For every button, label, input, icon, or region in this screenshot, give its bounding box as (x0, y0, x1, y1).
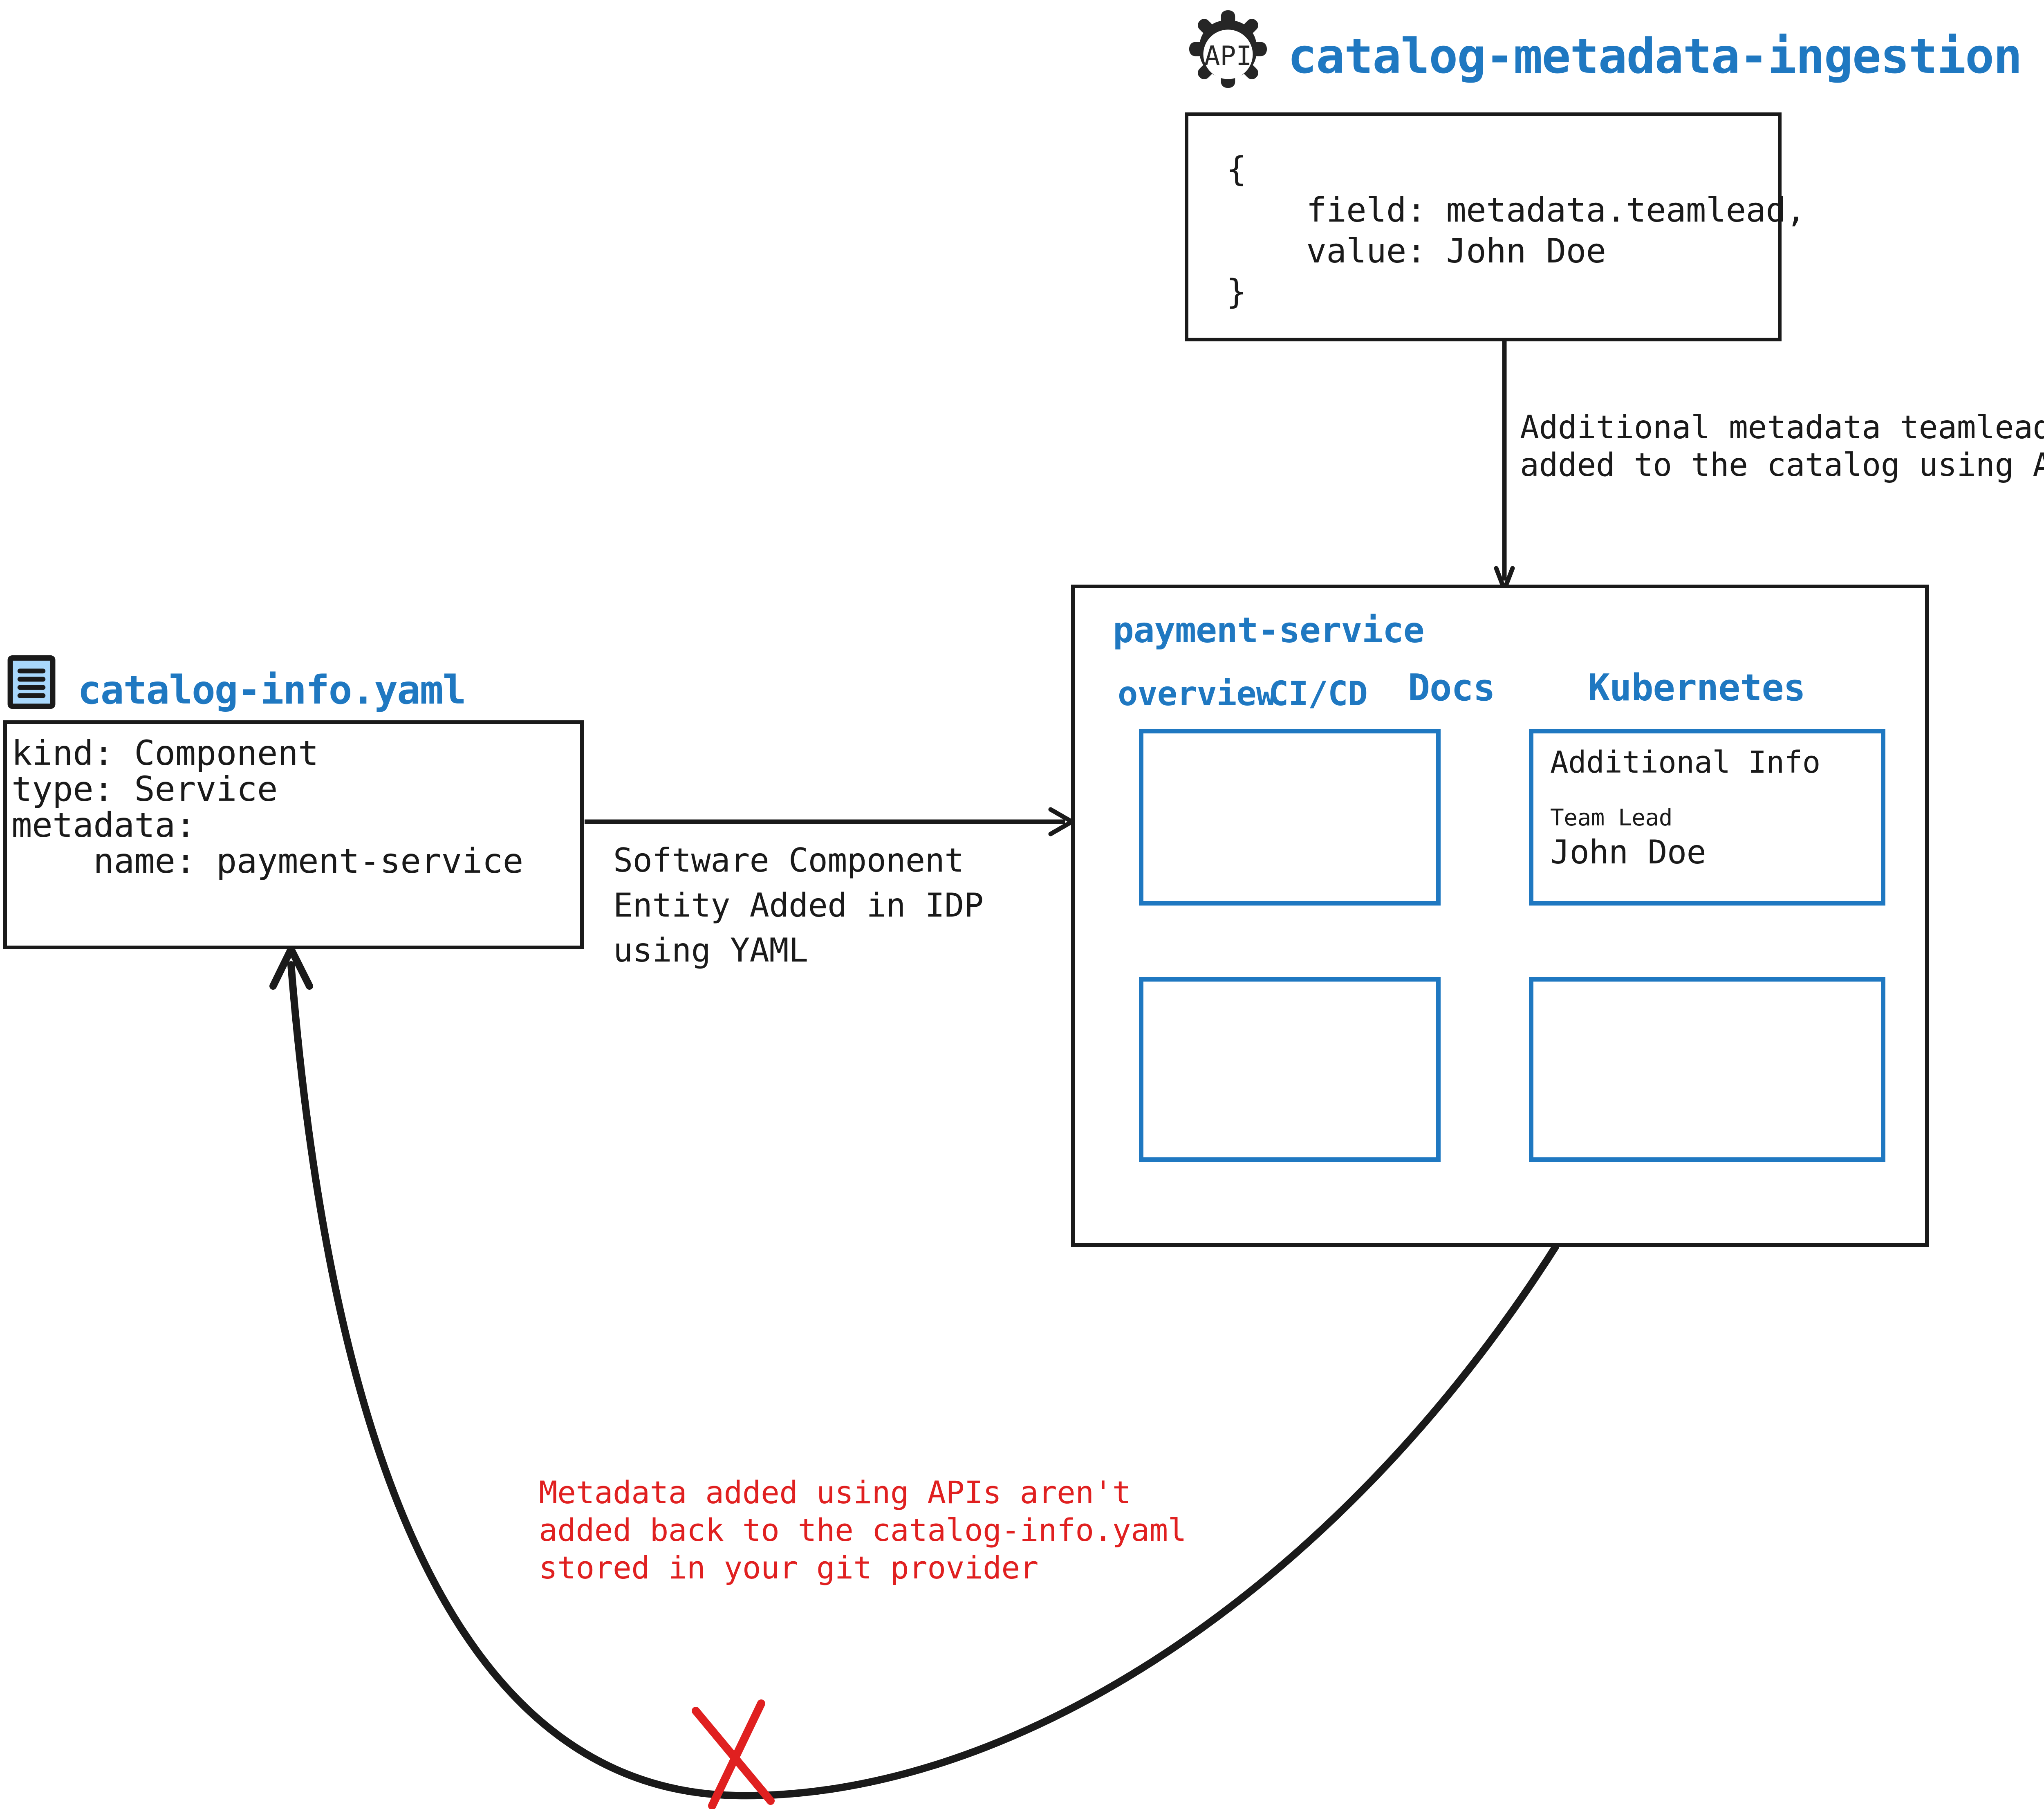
api-gear-icon: API (1184, 7, 1272, 101)
widget-bottom-left[interactable] (1139, 977, 1441, 1162)
yaml-file-icon (7, 655, 56, 709)
team-lead-label: Team Lead (1550, 805, 1672, 831)
team-lead-value: John Doe (1550, 833, 1706, 871)
page-title: payment-service (1113, 610, 1425, 651)
arrow-feedback-curve (0, 899, 1635, 1818)
widget-additional-info[interactable] (1529, 729, 1885, 906)
yaml-file-title: catalog-info.yaml (78, 667, 466, 713)
tab-overview[interactable]: overview (1118, 675, 1276, 713)
api-payload-code: { field: metadata.teamlead, value: John … (1226, 150, 1806, 312)
tab-cicd[interactable]: CI/CD (1269, 675, 1368, 713)
feedback-warning-text: Metadata added using APIs aren't added b… (539, 1474, 1186, 1586)
arrow-yaml-to-panel-label: Software Component Entity Added in IDP u… (613, 841, 984, 969)
widget-overview[interactable] (1139, 729, 1441, 906)
tab-kubernetes[interactable]: Kubernetes (1588, 666, 1806, 709)
tab-docs[interactable]: Docs (1408, 666, 1495, 709)
widget-bottom-right[interactable] (1529, 977, 1885, 1162)
api-source-title: catalog-metadata-ingestion (1288, 28, 2022, 84)
arrow-api-to-panel-label: Additional metadata teamlead added to th… (1520, 409, 2044, 484)
yaml-content-code: kind: Component type: Service metadata: … (11, 733, 523, 881)
additional-info-heading: Additional Info (1550, 745, 1820, 780)
yaml-content-box (3, 720, 584, 949)
api-payload-box (1185, 112, 1782, 341)
svg-text:API: API (1204, 41, 1252, 72)
red-x-icon (687, 1699, 793, 1809)
